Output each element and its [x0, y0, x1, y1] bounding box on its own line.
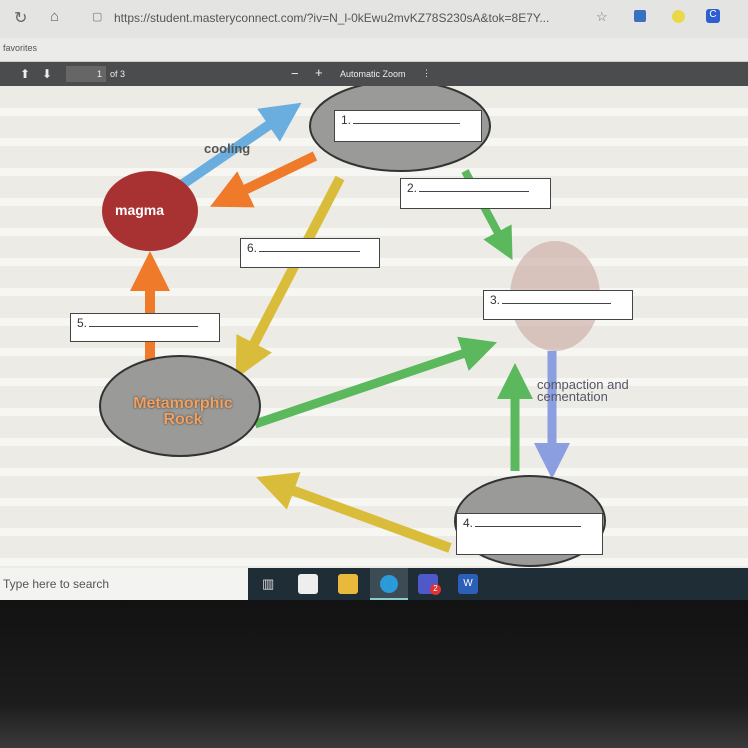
extension-icon[interactable] — [672, 10, 685, 23]
lock-icon: ▢ — [92, 11, 103, 23]
taskbar-search-input[interactable]: Type here to search — [0, 568, 248, 600]
page-total: of 3 — [110, 69, 126, 79]
monitor-bezel — [0, 600, 748, 748]
magma-label: magma — [115, 202, 165, 218]
favorites-bar: favorites — [0, 38, 748, 62]
store-icon[interactable] — [298, 574, 318, 594]
heat-arrow-2 — [256, 472, 452, 553]
page-number-input[interactable]: 1 — [66, 66, 106, 82]
pdf-page: cooling magma Metamorphic Rock compactio… — [0, 86, 748, 568]
zoom-out-button[interactable]: − — [291, 66, 299, 81]
browser-toolbar: ↻ ⌂ ▢ https://student.masteryconnect.com… — [0, 0, 748, 38]
chevron-icon[interactable]: ⋮ — [422, 68, 431, 78]
answer-box-4[interactable]: 4. — [456, 513, 603, 555]
favorites-label[interactable]: favorites — [3, 43, 38, 53]
box-number: 6. — [247, 241, 258, 255]
heat-pressure-arrow — [235, 175, 345, 379]
box-number: 3. — [490, 293, 501, 307]
zoom-select[interactable]: Automatic Zoom — [340, 69, 406, 79]
cooling-label: cooling — [204, 141, 251, 156]
compaction-label: compaction and cementation — [537, 377, 629, 404]
pdf-toolbar: ⬆ ⬇ 1 of 3 − + Automatic Zoom ⋮ — [0, 62, 748, 86]
cooling-arrow — [177, 102, 302, 191]
answer-box-2[interactable]: 2. — [400, 178, 551, 209]
box-number: 2. — [407, 181, 418, 195]
melting-arrow — [209, 151, 318, 208]
box-number: 1. — [341, 113, 352, 127]
previous-page-icon[interactable]: ⬆ — [20, 67, 31, 81]
label-line: cementation — [537, 389, 608, 404]
metamorphic-rock-label: Metamorphic Rock — [108, 396, 258, 428]
word-icon[interactable]: W — [458, 574, 478, 594]
label-line: compaction and — [537, 377, 629, 392]
task-view-icon[interactable]: ▥ — [262, 576, 275, 591]
refresh-icon[interactable]: ↻ — [14, 10, 28, 27]
taskbar: Type here to search ▥ 2 W — [0, 568, 748, 600]
answer-box-5[interactable]: 5. — [70, 313, 220, 342]
label-line: Rock — [163, 411, 203, 428]
label-line: Metamorphic — [133, 395, 233, 412]
edge-icon[interactable] — [370, 568, 408, 600]
answer-box-3[interactable]: 3. — [483, 290, 633, 320]
favorite-star-icon[interactable]: ☆ — [596, 9, 608, 24]
zoom-in-button[interactable]: + — [315, 65, 323, 80]
file-explorer-icon[interactable] — [338, 574, 358, 594]
answer-box-1[interactable]: 1. — [334, 110, 482, 142]
extension-icon[interactable]: C — [706, 9, 720, 23]
metamorphic-rock — [99, 355, 261, 457]
box-number: 4. — [463, 516, 474, 530]
uplift-arrow — [253, 336, 498, 429]
home-icon[interactable]: ⌂ — [50, 8, 60, 25]
next-page-icon[interactable]: ⬇ — [42, 67, 53, 81]
answer-box-6[interactable]: 6. — [240, 238, 380, 268]
address-bar[interactable]: https://student.masteryconnect.com/?iv=N… — [114, 11, 550, 25]
extension-icon[interactable] — [634, 10, 646, 22]
notification-badge: 2 — [430, 584, 441, 595]
box-number: 5. — [77, 316, 88, 330]
magma-splat — [102, 171, 198, 251]
